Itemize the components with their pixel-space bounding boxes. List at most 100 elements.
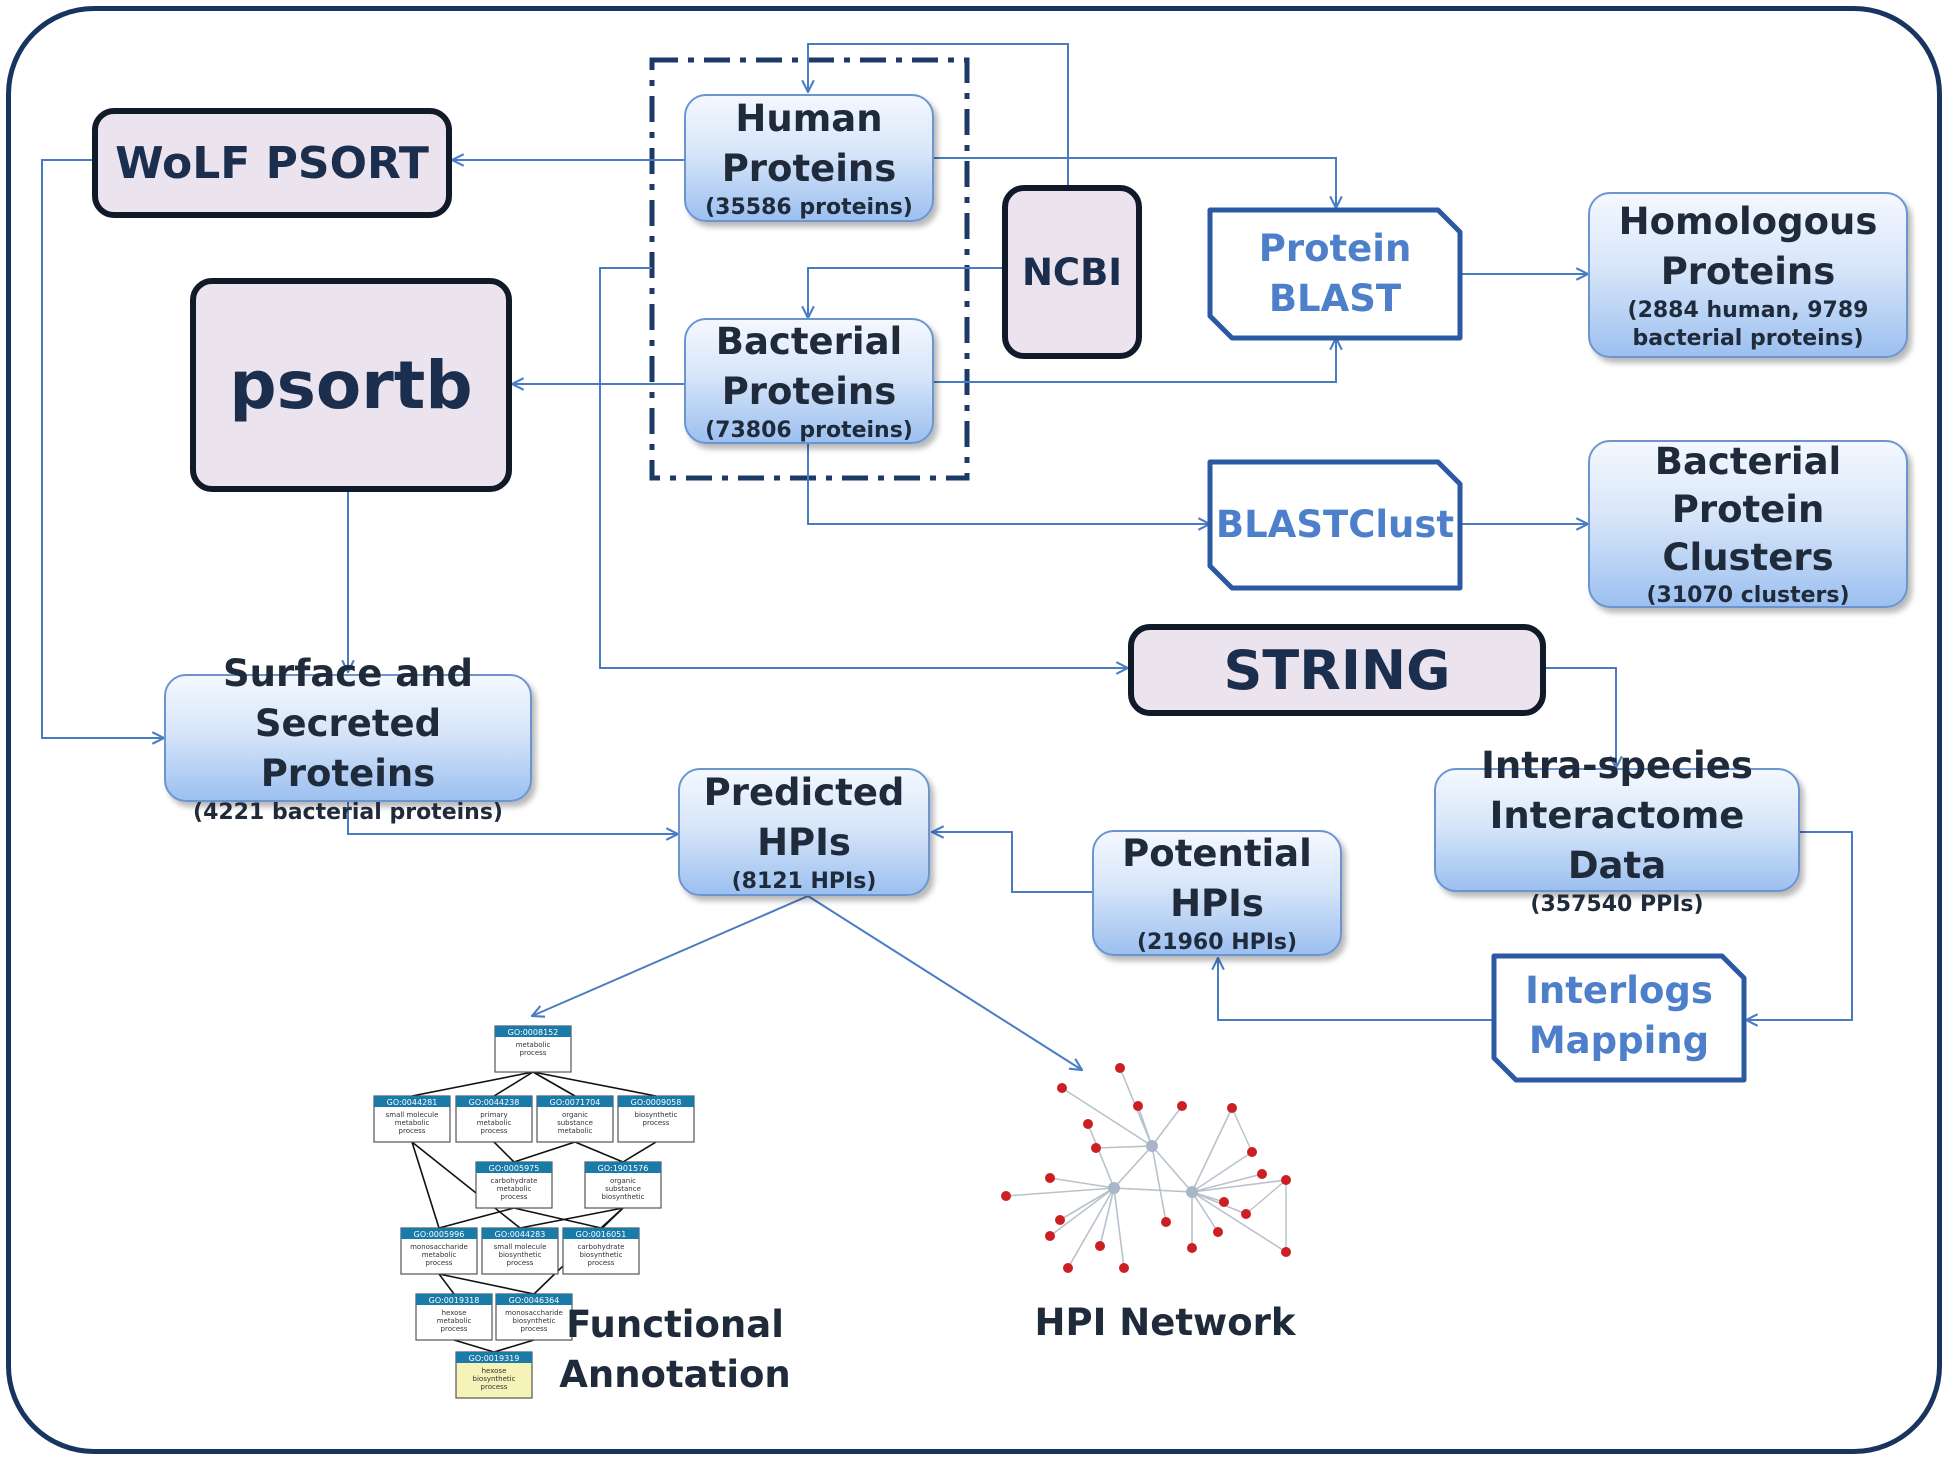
psortb-node: psortb (190, 278, 512, 492)
go-term-name: process (521, 1325, 548, 1333)
go-term-name: process (481, 1383, 508, 1391)
network-node (1187, 1243, 1197, 1253)
go-edge (532, 1071, 657, 1097)
network-edge (1113, 1145, 1153, 1189)
go-term-name: monosaccharide (505, 1309, 563, 1317)
functional-line2: Annotation (559, 1353, 791, 1396)
arrow-bacterial-blastclust (807, 444, 1210, 524)
go-edge (513, 1141, 576, 1163)
network-edge (1151, 1105, 1183, 1147)
ncbi-label: NCBI (1021, 250, 1123, 294)
network-node (1045, 1231, 1055, 1241)
go-term-id: GO:0019319 (469, 1354, 520, 1363)
network-edge (1191, 1107, 1233, 1193)
go-term-id: GO:0005975 (489, 1164, 540, 1173)
predicted-count: (8121 HPIs) (731, 869, 877, 894)
go-edge (493, 1141, 515, 1163)
go-term-id: GO:0044238 (469, 1098, 520, 1107)
go-term-header (456, 1352, 532, 1363)
intra-line2: Interactome Data (1489, 794, 1745, 887)
protein-blast-shape (1207, 207, 1463, 341)
network-edge (1099, 1187, 1115, 1247)
go-term-header (401, 1228, 477, 1239)
go-term-name: substance (605, 1185, 641, 1193)
arrow-predicted-network (807, 895, 1082, 1070)
go-term-header (495, 1026, 571, 1037)
network-node (1241, 1209, 1251, 1219)
blastclust-label: BLASTClust (1215, 503, 1455, 546)
network-node (1257, 1169, 1267, 1179)
go-term-name: process (643, 1119, 670, 1127)
network-edge (1151, 1145, 1193, 1193)
network-edge (1191, 1191, 1219, 1233)
go-term-header (456, 1096, 532, 1107)
human-proteins-node: Human Proteins (35586 proteins) (684, 94, 934, 222)
arrow-ncbi-human (808, 43, 1069, 185)
homologous-proteins-node: Homologous Proteins (2884 human, 9789 ba… (1588, 192, 1908, 358)
network-node (1045, 1173, 1055, 1183)
predicted-line1: Predicted (703, 771, 905, 814)
go-term-header (585, 1162, 661, 1173)
protein-blast-line1: Protein (1258, 227, 1412, 270)
network-edge (1095, 1145, 1153, 1149)
hpi-network-caption: HPI Network (1030, 1298, 1300, 1348)
go-term-name: metabolic (558, 1127, 593, 1135)
go-term-name: hexose (442, 1309, 467, 1317)
go-term-name: metabolic (395, 1119, 430, 1127)
go-term-header (537, 1096, 613, 1107)
go-term-name: metabolic (437, 1317, 472, 1325)
homologous-detail2: bacterial proteins) (1632, 326, 1864, 351)
interlogs-line1: Interlogs (1525, 969, 1713, 1012)
hpi-network-label: HPI Network (1034, 1301, 1296, 1344)
network-node (1055, 1215, 1065, 1225)
network-node (1001, 1191, 1011, 1201)
network-node (1177, 1101, 1187, 1111)
clusters-line2: Protein (1671, 488, 1825, 531)
potential-count: (21960 HPIs) (1136, 930, 1298, 955)
network-node (1247, 1147, 1257, 1157)
go-edge (438, 1273, 455, 1295)
network-edge (1191, 1173, 1263, 1193)
go-term-id: GO:0009058 (631, 1098, 682, 1107)
go-edge (411, 1071, 534, 1097)
go-term-name: biosynthetic (580, 1251, 623, 1259)
go-term-name: small molecule (386, 1111, 439, 1119)
potential-line1: Potential (1122, 832, 1312, 875)
potential-line2: HPIs (1170, 882, 1264, 925)
wolf-psort-node: WoLF PSORT (92, 108, 452, 218)
go-edge (411, 1141, 440, 1229)
arrow-surface-predicted (347, 802, 678, 834)
go-term-name: process (520, 1049, 547, 1057)
bacterial-proteins-line1: Bacterial (715, 320, 903, 363)
human-proteins-count: (35586 proteins) (705, 195, 913, 220)
go-edge (532, 1071, 576, 1097)
go-term-header (496, 1294, 572, 1305)
go-edge (438, 1207, 515, 1229)
arrow-wolfpsort-surface (41, 159, 164, 738)
network-hub (1146, 1140, 1158, 1152)
go-term-id: GO:0019318 (429, 1296, 480, 1305)
network-node (1281, 1175, 1291, 1185)
network-node (1119, 1263, 1129, 1273)
go-term-id: GO:0046364 (509, 1296, 560, 1305)
clusters-count: (31070 clusters) (1646, 583, 1850, 608)
network-hub (1186, 1186, 1198, 1198)
surface-line2: Secreted Proteins (254, 702, 442, 795)
go-term-name: organic (610, 1177, 636, 1185)
arrow-human-blast (934, 157, 1336, 208)
go-edge (493, 1071, 534, 1097)
go-edge (438, 1273, 535, 1295)
arrow-predicted-annotation (532, 895, 809, 1016)
blastclust-shape (1207, 459, 1463, 591)
functional-annotation-caption: Functional Annotation (559, 1300, 791, 1400)
homologous-detail1: (2884 human, 9789 (1627, 298, 1869, 323)
network-edge (1061, 1087, 1153, 1147)
clusters-line1: Bacterial (1654, 440, 1842, 483)
go-edge (622, 1141, 657, 1163)
string-label: STRING (1223, 638, 1451, 702)
go-term-header (563, 1228, 639, 1239)
interlogs-shape (1491, 953, 1747, 1083)
homologous-line2: Proteins (1660, 250, 1836, 293)
network-node (1091, 1143, 1101, 1153)
network-edge (1059, 1187, 1115, 1221)
